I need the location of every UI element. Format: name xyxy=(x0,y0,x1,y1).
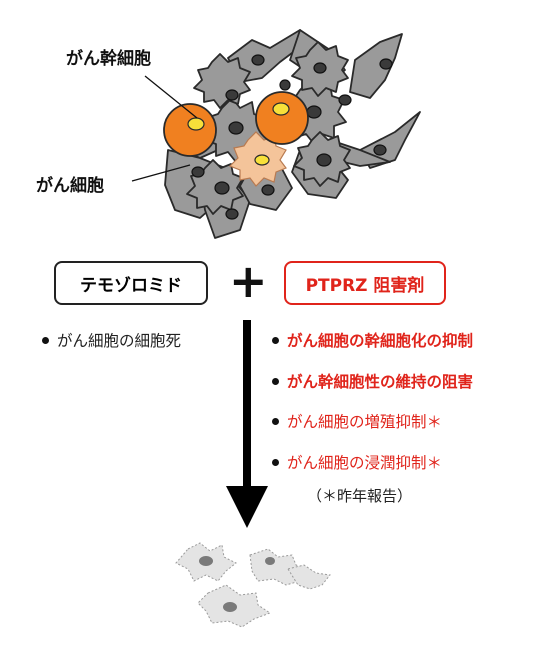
right-effect-item: がん幹細胞性の維持の阻害 xyxy=(272,372,473,392)
bullet-dot xyxy=(42,337,49,344)
footnote: （＊昨年報告） xyxy=(307,487,413,505)
spindle-cell xyxy=(359,111,421,169)
stem-cell xyxy=(255,91,309,145)
temozolomide-box: テモゾロミド xyxy=(54,261,208,305)
down-arrow xyxy=(226,320,268,528)
dead-cell xyxy=(287,564,331,590)
right-effect-text: がん幹細胞性の維持の阻害 xyxy=(287,373,474,391)
right-effect-item: がん細胞の増殖抑制＊ xyxy=(272,412,442,432)
drug-right-label: PTPRZ 阻害剤 xyxy=(305,275,425,296)
drug-left-label: テモゾロミド xyxy=(80,275,182,296)
stem-cell xyxy=(163,103,217,157)
ptprz-inhibitor-box: PTPRZ 阻害剤 xyxy=(284,261,446,305)
right-effect-text: がん細胞の増殖抑制＊ xyxy=(287,413,443,431)
left-effect-text: がん細胞の細胞死 xyxy=(57,332,182,350)
plus-sign: + xyxy=(229,254,268,308)
cancer-cell-label: がん細胞 xyxy=(36,176,104,196)
spindle-cell xyxy=(349,33,403,99)
right-effect-item: がん細胞の浸潤抑制＊ xyxy=(272,453,442,473)
dead-cells-illustration xyxy=(175,542,331,628)
right-effect-text: がん細胞の幹細胞化の抑制 xyxy=(287,332,474,350)
right-effect-text: がん細胞の浸潤抑制＊ xyxy=(287,454,443,472)
bullet-dot xyxy=(272,459,279,466)
bullet-dot xyxy=(272,418,279,425)
right-effect-item: がん細胞の幹細胞化の抑制 xyxy=(272,331,473,351)
cell-cluster-illustration xyxy=(131,29,421,239)
bullet-dot xyxy=(272,337,279,344)
stem-cell-label: がん幹細胞 xyxy=(66,49,151,69)
bullet-dot xyxy=(272,378,279,385)
left-effect-item: がん細胞の細胞死 xyxy=(42,331,181,351)
